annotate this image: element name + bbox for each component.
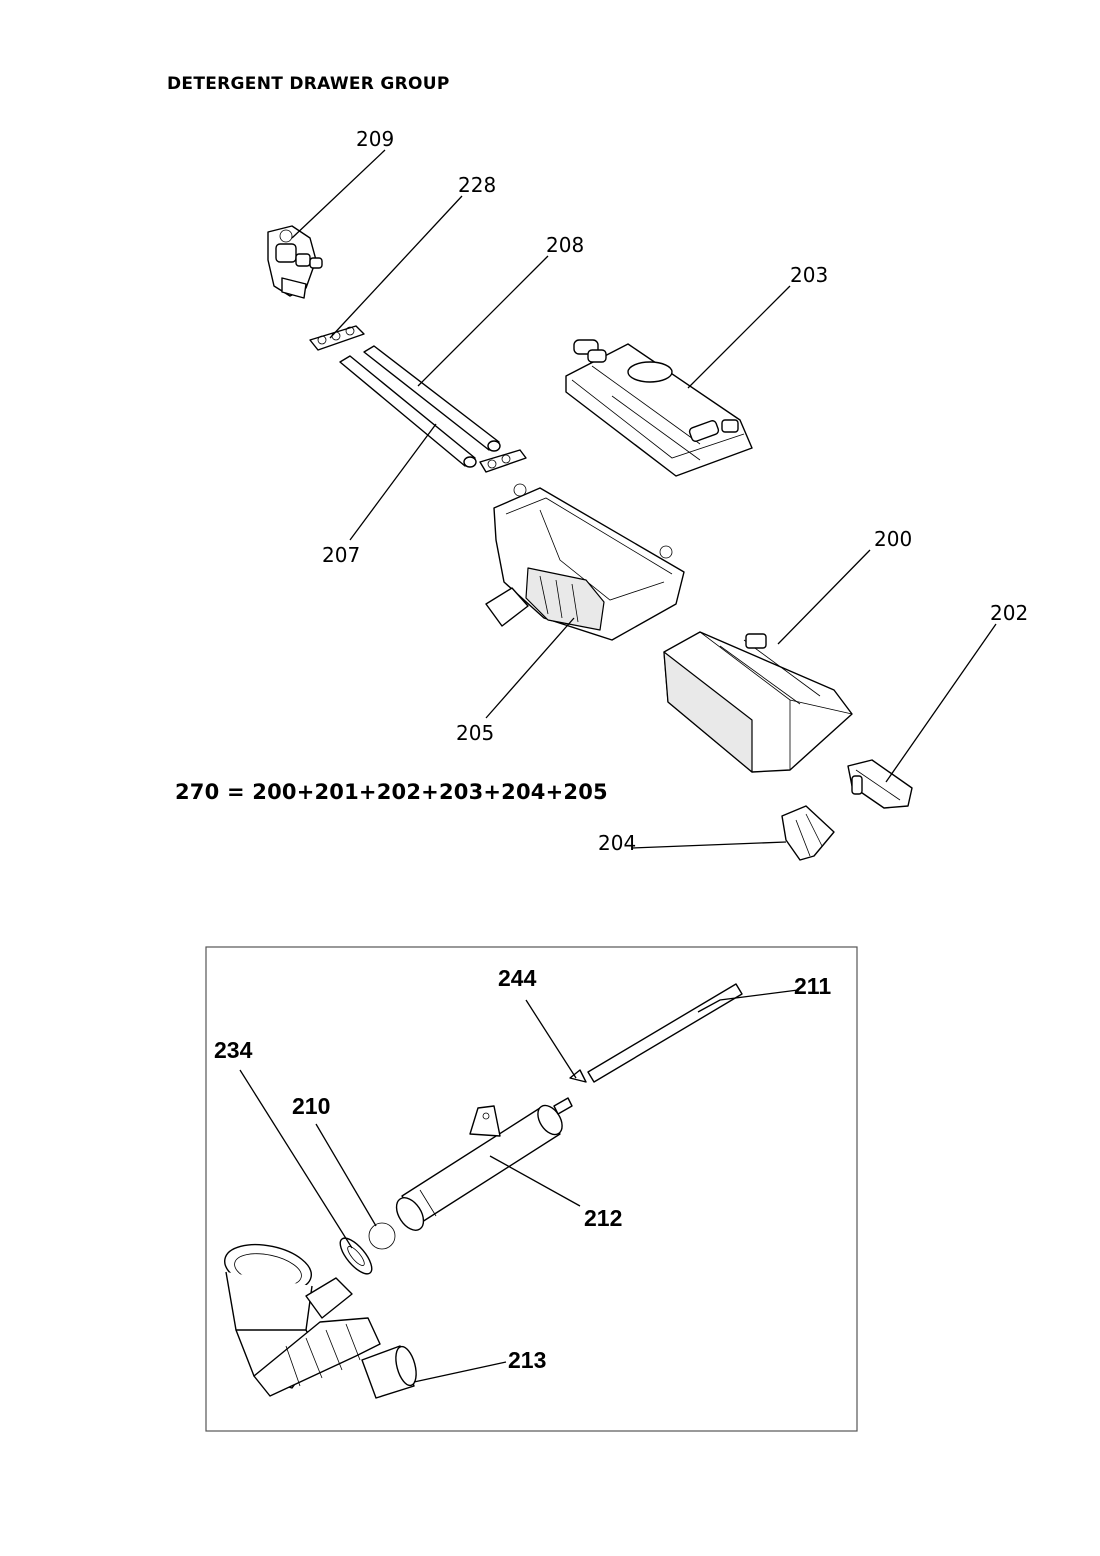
label-234: 234 (214, 1037, 253, 1063)
label-211: 211 (794, 973, 831, 999)
label-212: 212 (584, 1205, 622, 1231)
part-244-clip (569, 1069, 587, 1083)
assembly-formula: 270 = 200+201+202+203+204+205 (175, 780, 608, 804)
label-228: 228 (458, 173, 496, 197)
part-210-ring (368, 1222, 396, 1250)
label-213: 213 (508, 1347, 546, 1373)
label-200: 200 (874, 527, 912, 551)
hose-diagram-frame (205, 946, 858, 1432)
label-202: 202 (990, 601, 1028, 625)
part-202-handle (847, 759, 913, 809)
part-209-valve (267, 225, 323, 299)
label-208: 208 (546, 233, 584, 257)
label-209: 209 (356, 127, 394, 151)
label-203: 203 (790, 263, 828, 287)
part-234-gasket (339, 1237, 373, 1275)
part-203-cover (565, 339, 753, 477)
part-204-siphon (781, 805, 835, 861)
part-207-208-tubes (339, 345, 527, 473)
label-205: 205 (456, 721, 494, 745)
label-204: 204 (598, 831, 636, 855)
part-211-tube (587, 983, 743, 1083)
label-244: 244 (498, 965, 537, 991)
page-title: DETERGENT DRAWER GROUP (167, 74, 450, 94)
label-210: 210 (292, 1093, 330, 1119)
detergent-drawer-diagram: 209 228 208 207 203 (267, 127, 1028, 861)
part-212-pipe (395, 1097, 573, 1231)
part-213-elbow-hose (224, 1243, 417, 1399)
label-207: 207 (322, 543, 360, 567)
part-200-drawer (663, 631, 853, 773)
part-205-housing (485, 483, 685, 641)
